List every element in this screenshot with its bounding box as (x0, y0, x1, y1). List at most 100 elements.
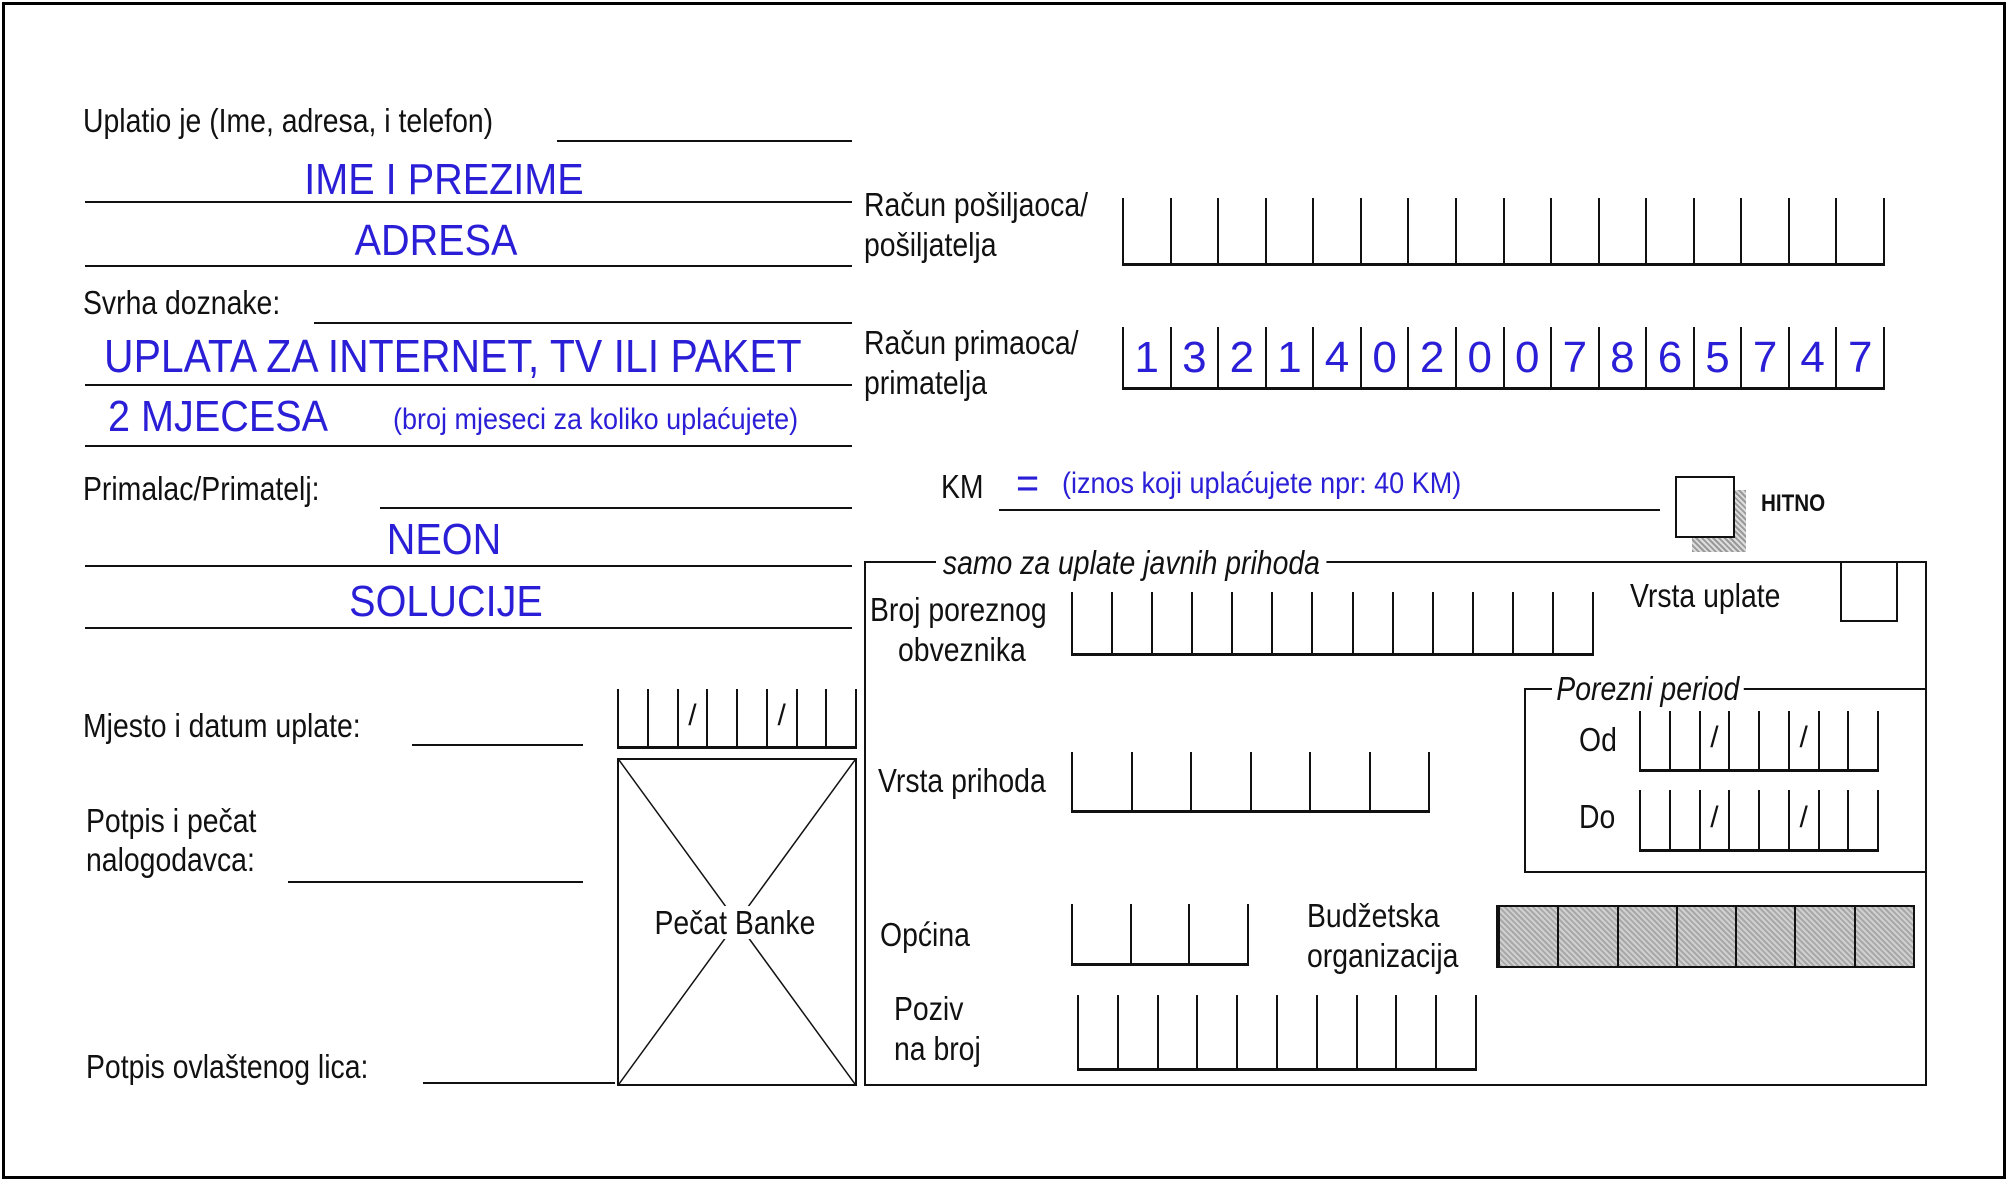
digit-cell[interactable] (1071, 592, 1111, 653)
reference-number-field[interactable] (1077, 995, 1477, 1071)
digit-cell[interactable] (1156, 995, 1197, 1068)
digit-cell[interactable]: 2 (1407, 327, 1455, 387)
digit-cell[interactable]: 0 (1454, 327, 1503, 387)
digit-cell[interactable]: 7 (1550, 327, 1598, 387)
digit-cell[interactable] (1645, 198, 1693, 263)
date-separator[interactable]: / (765, 689, 796, 746)
digit-cell[interactable] (1502, 198, 1551, 263)
date-field[interactable]: // (617, 689, 857, 749)
digit-cell[interactable] (1395, 995, 1435, 1068)
digit-cell[interactable]: 1 (1264, 327, 1313, 387)
date-separator[interactable]: / (1698, 711, 1729, 769)
digit-cell[interactable] (1169, 198, 1218, 263)
payer-name[interactable]: IME I PREZIME (304, 155, 584, 204)
digit-cell[interactable] (1551, 592, 1592, 653)
digit-cell[interactable] (1728, 711, 1758, 769)
digit-cell[interactable] (1188, 904, 1247, 963)
purpose-line2[interactable]: 2 MJECESA (108, 392, 329, 441)
to-date-field[interactable]: // (1639, 790, 1879, 852)
official-signature-line[interactable] (423, 1082, 615, 1084)
digit-cell[interactable] (1264, 198, 1313, 263)
digit-cell[interactable] (1275, 995, 1316, 1068)
digit-cell[interactable]: 3 (1169, 327, 1218, 387)
digit-cell[interactable] (795, 689, 826, 746)
digit-cell[interactable] (1668, 790, 1699, 849)
digit-cell[interactable] (1550, 198, 1598, 263)
digit-cell[interactable] (1355, 995, 1396, 1068)
place-line[interactable] (412, 744, 583, 746)
sender-account-field[interactable] (1122, 198, 1885, 266)
purpose-line1[interactable]: UPLATA ZA INTERNET, TV ILI PAKET (104, 330, 802, 382)
digit-cell[interactable] (1692, 198, 1741, 263)
digit-cell[interactable] (1639, 711, 1669, 769)
digit-cell[interactable] (1122, 198, 1170, 263)
revenue-type-field[interactable] (1071, 752, 1430, 813)
digit-cell[interactable]: 1 (1122, 327, 1170, 387)
urgent-checkbox[interactable] (1675, 476, 1735, 538)
digit-cell[interactable] (1271, 592, 1311, 653)
digit-cell[interactable] (1847, 790, 1877, 849)
digit-cell[interactable] (1116, 995, 1157, 1068)
digit-cell[interactable] (1196, 995, 1236, 1068)
digit-cell[interactable] (1315, 995, 1356, 1068)
digit-cell[interactable] (1312, 198, 1360, 263)
digit-cell[interactable]: 7 (1835, 327, 1883, 387)
digit-cell[interactable] (1835, 198, 1883, 263)
digit-cell[interactable] (1758, 711, 1788, 769)
taxpayer-number-field[interactable] (1071, 592, 1594, 656)
digit-cell[interactable]: 8 (1597, 327, 1646, 387)
digit-cell[interactable] (1368, 752, 1429, 810)
digit-cell[interactable] (706, 689, 736, 746)
digit-cell[interactable] (1191, 592, 1231, 653)
digit-cell[interactable]: 4 (1787, 327, 1836, 387)
digit-cell[interactable] (617, 689, 647, 746)
digit-cell[interactable] (1787, 198, 1836, 263)
digit-cell[interactable] (1351, 592, 1392, 653)
digit-cell[interactable] (1435, 995, 1475, 1068)
digit-cell[interactable] (1071, 752, 1131, 810)
recipient-line1[interactable]: NEON (386, 515, 502, 564)
digit-cell[interactable] (1190, 752, 1250, 810)
payer-address[interactable]: ADRESA (354, 216, 518, 265)
digit-cell[interactable] (1668, 711, 1699, 769)
digit-cell[interactable] (1847, 711, 1877, 769)
digit-cell[interactable] (825, 689, 855, 746)
digit-cell[interactable]: 0 (1359, 327, 1408, 387)
from-date-field[interactable]: // (1639, 711, 1879, 772)
recipient-line2[interactable]: SOLUCIJE (349, 577, 543, 626)
payer-line[interactable] (557, 140, 852, 142)
date-separator[interactable]: / (1698, 790, 1729, 849)
digit-cell[interactable] (1391, 592, 1432, 653)
digit-cell[interactable] (1454, 198, 1503, 263)
digit-cell[interactable] (1817, 711, 1848, 769)
digit-cell[interactable] (1111, 592, 1151, 653)
digit-cell[interactable] (1077, 995, 1117, 1068)
digit-cell[interactable] (1236, 995, 1276, 1068)
digit-cell[interactable] (1407, 198, 1455, 263)
digit-cell[interactable]: 0 (1502, 327, 1551, 387)
digit-cell[interactable]: 4 (1312, 327, 1360, 387)
digit-cell[interactable] (1597, 198, 1646, 263)
digit-cell[interactable] (646, 689, 677, 746)
digit-cell[interactable] (1431, 592, 1472, 653)
digit-cell[interactable] (1231, 592, 1271, 653)
digit-cell[interactable] (1639, 790, 1669, 849)
digit-cell[interactable]: 5 (1692, 327, 1741, 387)
digit-cell[interactable] (1249, 752, 1310, 810)
digit-cell[interactable] (1758, 790, 1788, 849)
municipality-field[interactable] (1071, 904, 1249, 966)
digit-cell[interactable]: 7 (1740, 327, 1788, 387)
digit-cell[interactable] (1309, 752, 1369, 810)
digit-cell[interactable] (736, 689, 766, 746)
digit-cell[interactable]: 6 (1645, 327, 1693, 387)
client-signature-line[interactable] (288, 881, 583, 883)
digit-cell[interactable] (1130, 752, 1191, 810)
digit-cell[interactable] (1129, 904, 1189, 963)
digit-cell[interactable] (1728, 790, 1758, 849)
digit-cell[interactable] (1817, 790, 1848, 849)
date-separator[interactable]: / (1787, 711, 1818, 769)
amount-hint[interactable]: (iznos koji uplaćujete npr: 40 KM) (1062, 467, 1462, 500)
digit-cell[interactable] (1071, 904, 1130, 963)
digit-cell[interactable]: 2 (1217, 327, 1265, 387)
